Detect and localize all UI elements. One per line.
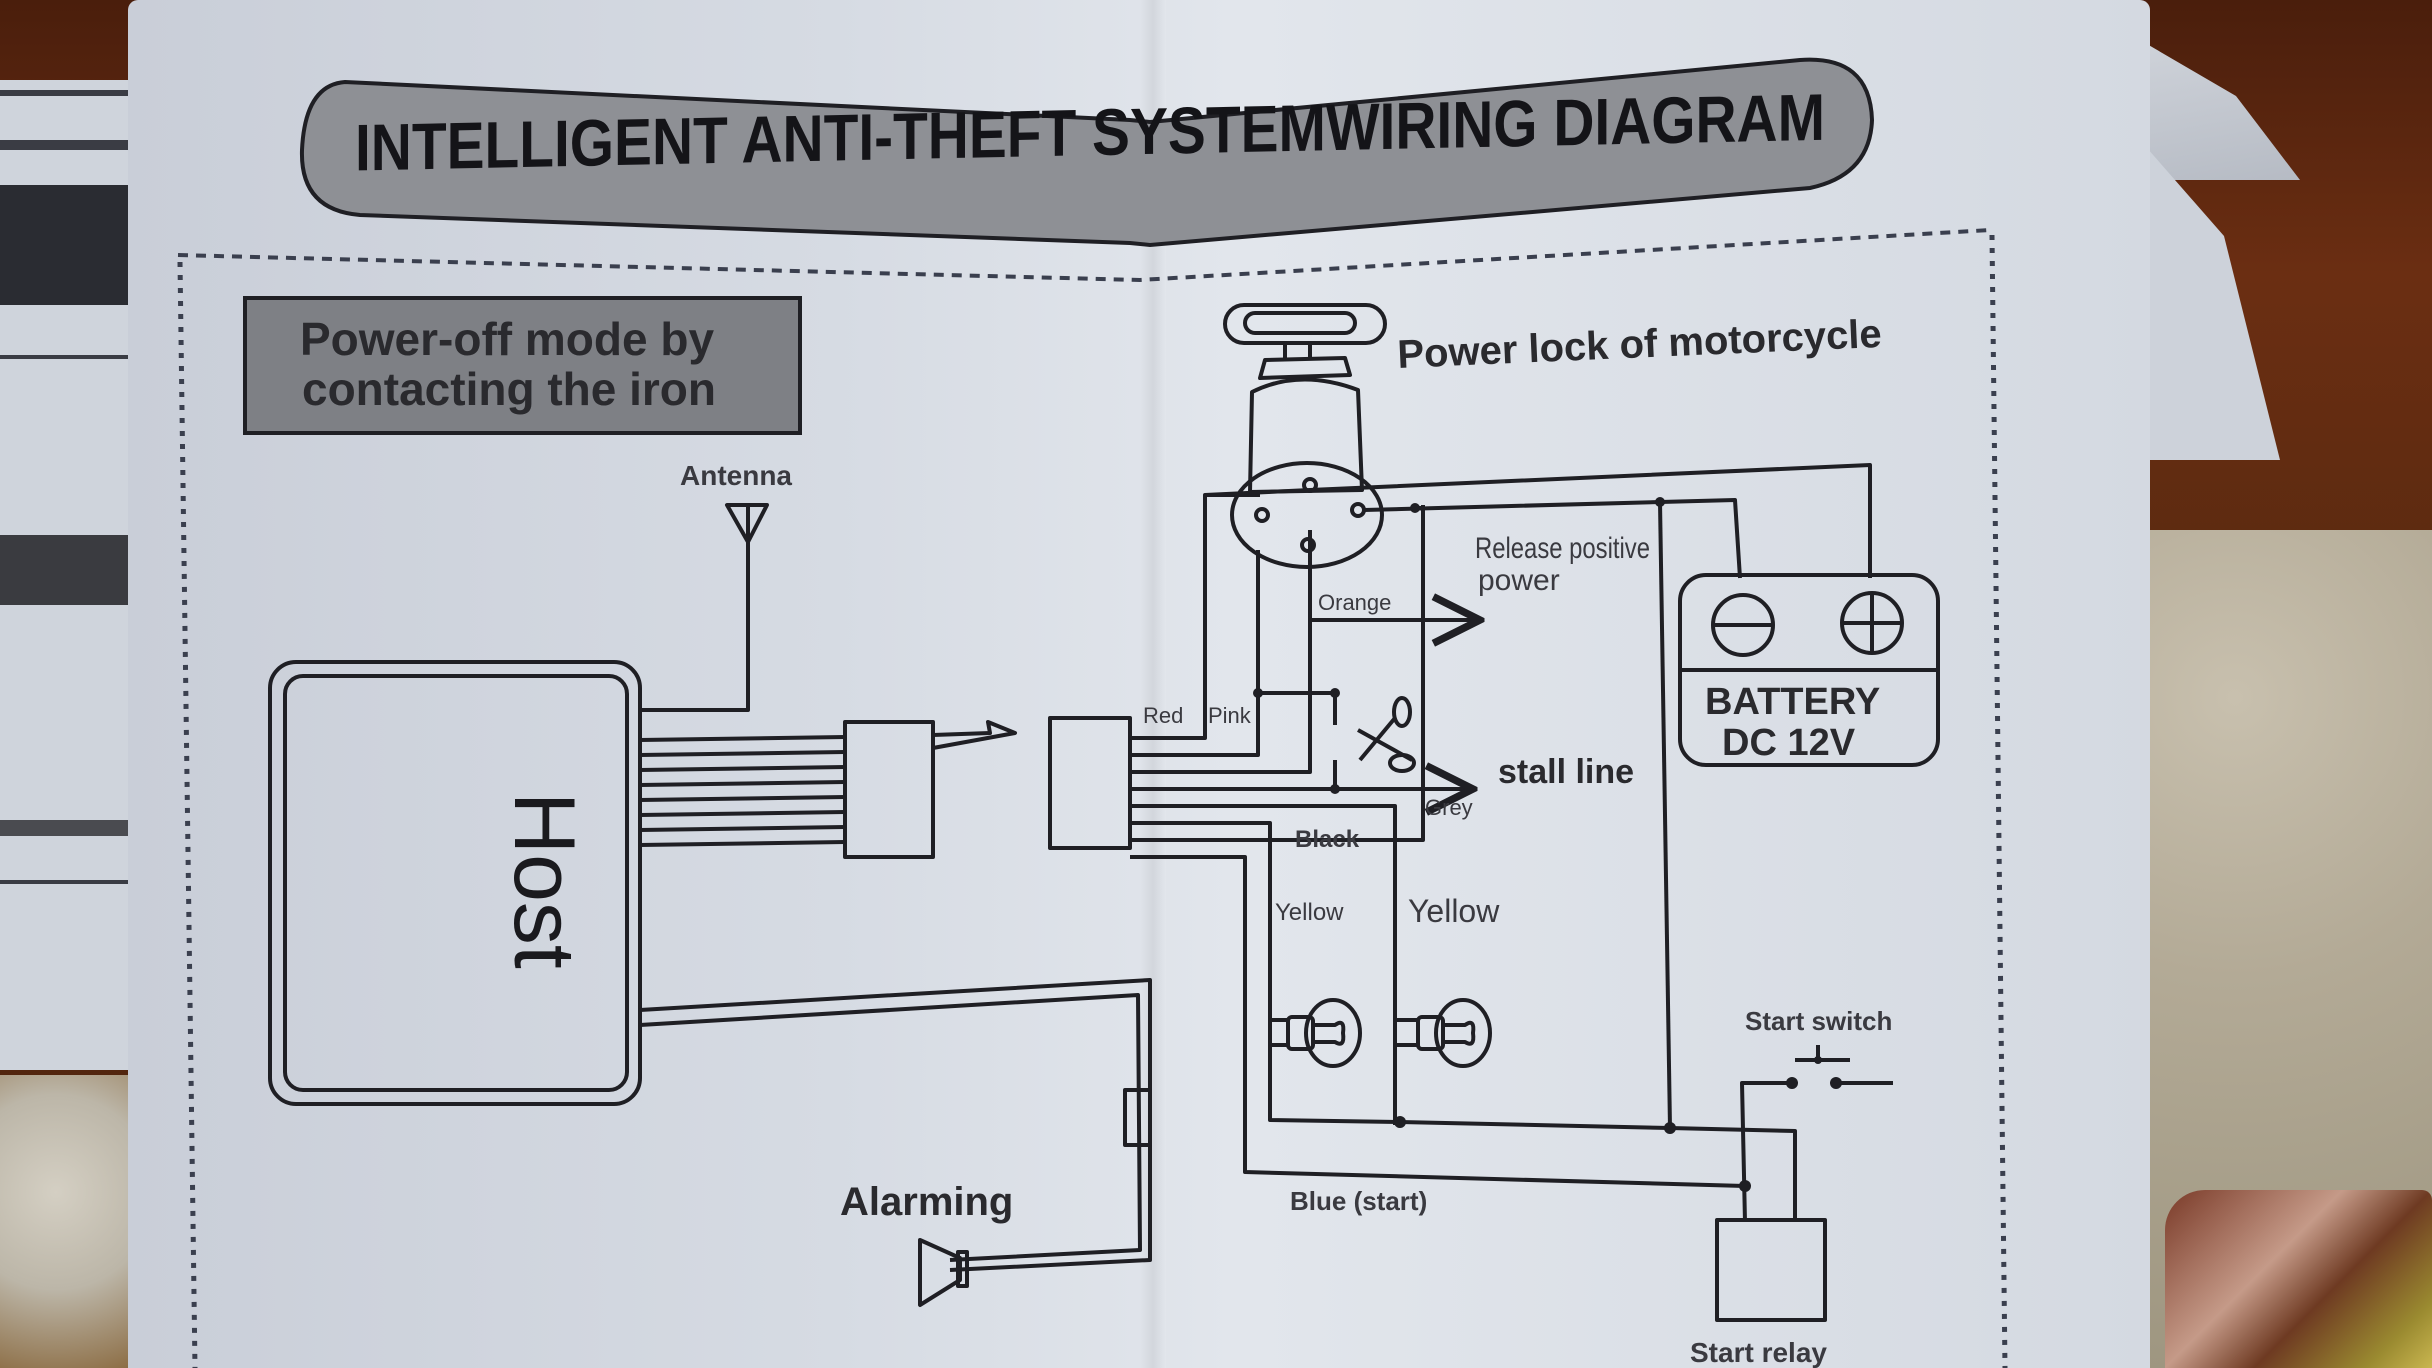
alarm-inline-connector (1123, 1088, 1152, 1147)
start-switch-label: Start switch (1745, 1006, 1892, 1036)
connector-arrow (932, 720, 1017, 750)
alarming-label: Alarming (840, 1180, 1013, 1224)
connector-socket-right (1048, 716, 1132, 850)
connector-plug-left (843, 720, 935, 859)
ignition-key-icon (1223, 303, 1387, 569)
antenna-icon (640, 503, 769, 712)
battery-icon (1678, 573, 1940, 767)
horn-speaker-icon (918, 1238, 969, 1307)
orange-wire-label: Orange (1318, 590, 1391, 615)
battery-voltage-label: DC 12V (1722, 722, 1856, 764)
lock-to-battery-negative (1363, 498, 1742, 579)
red-wire-label: Red (1143, 703, 1183, 728)
diagram-border-top (177, 228, 1991, 283)
host-label: Host (496, 792, 592, 969)
pink-wire-label: Pink (1208, 703, 1252, 728)
host-harness (639, 735, 846, 847)
diagram-border-right (1989, 234, 2008, 1368)
power-off-mode-note: Power-off mode by contacting the iron (243, 296, 802, 435)
release-positive-label-2: power (1478, 564, 1560, 597)
stall-line-label: stall line (1498, 753, 1634, 791)
start-relay-label: Start relay (1690, 1337, 1827, 1368)
battery-label: BATTERY (1705, 681, 1880, 723)
title-banner: INTELLIGENT ANTI-THEFT SYSTEMWIRING DIAG… (299, 57, 1875, 248)
bulb-icon-left (1268, 998, 1401, 1124)
diagram-border-left (177, 261, 198, 1368)
release-positive-label-1: Release positive (1475, 532, 1650, 565)
antenna-label: Antenna (680, 460, 792, 491)
lace-doily-left (0, 1075, 140, 1368)
lock-to-battery-positive (1204, 463, 1872, 578)
note-line-2: contacting the iron (302, 363, 716, 415)
start-switch (1740, 1045, 1893, 1223)
start-relay-box (1715, 1218, 1827, 1322)
connector-output-wires (1130, 493, 1746, 1188)
ground-bus (1399, 1120, 1797, 1222)
grey-wire-label: Grey (1425, 795, 1473, 820)
yellow-wire-label-left: Yellow (1275, 899, 1344, 926)
junction-dots (1253, 497, 1842, 1192)
battery-labels: BATTERY DC 12V (1705, 681, 1880, 764)
ribbon-decoration (2165, 1190, 2432, 1368)
power-lock-label: Power lock of motorcycle (1396, 312, 1882, 377)
bulb-icon-right (1395, 998, 1492, 1068)
host-unit (268, 660, 642, 1106)
battery-ground-drop (1658, 501, 1672, 1129)
blue-start-wire-label: Blue (start) (1290, 1186, 1427, 1216)
scissors-icon (1357, 696, 1416, 773)
background-papers-left (0, 80, 135, 1070)
cut-wire-upper (1258, 691, 1337, 725)
black-wire-label: Black (1295, 826, 1360, 853)
note-line-1: Power-off mode by (300, 313, 714, 365)
yellow-wire-label-right: Yellow (1408, 893, 1500, 929)
alarm-wires (639, 978, 1152, 1272)
